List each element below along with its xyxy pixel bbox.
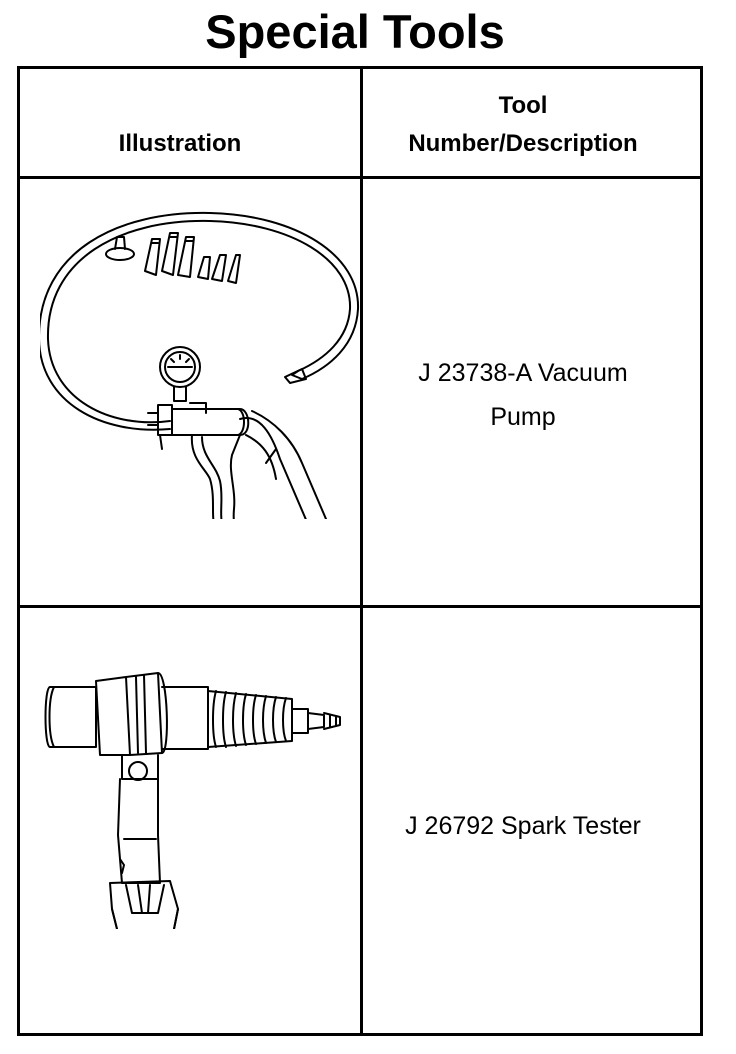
row-divider [20,605,700,608]
spark-tester-description-line1: J 26792 Spark Tester [405,812,641,840]
vacuum-pump-description: J 23738-A Vacuum Pump [363,351,683,439]
header-tool-line1: Tool [498,92,548,119]
header-tool-description: Tool Number/Description [363,87,683,163]
special-tools-table: Illustration Tool Number/Description [17,66,703,1036]
header-tool-line2: Number/Description [408,130,638,157]
header-row-divider [20,176,700,179]
page-title: Special Tools [205,5,505,58]
vacuum-pump-description-line2: Pump [490,403,556,431]
spark-tester-description: J 26792 Spark Tester [363,804,683,848]
column-divider [360,69,363,1033]
header-illustration: Illustration [118,130,242,157]
vacuum-pump-illustration [40,199,360,519]
spark-tester-illustration [40,659,360,929]
vacuum-pump-description-line1: J 23738-A Vacuum [418,359,628,387]
